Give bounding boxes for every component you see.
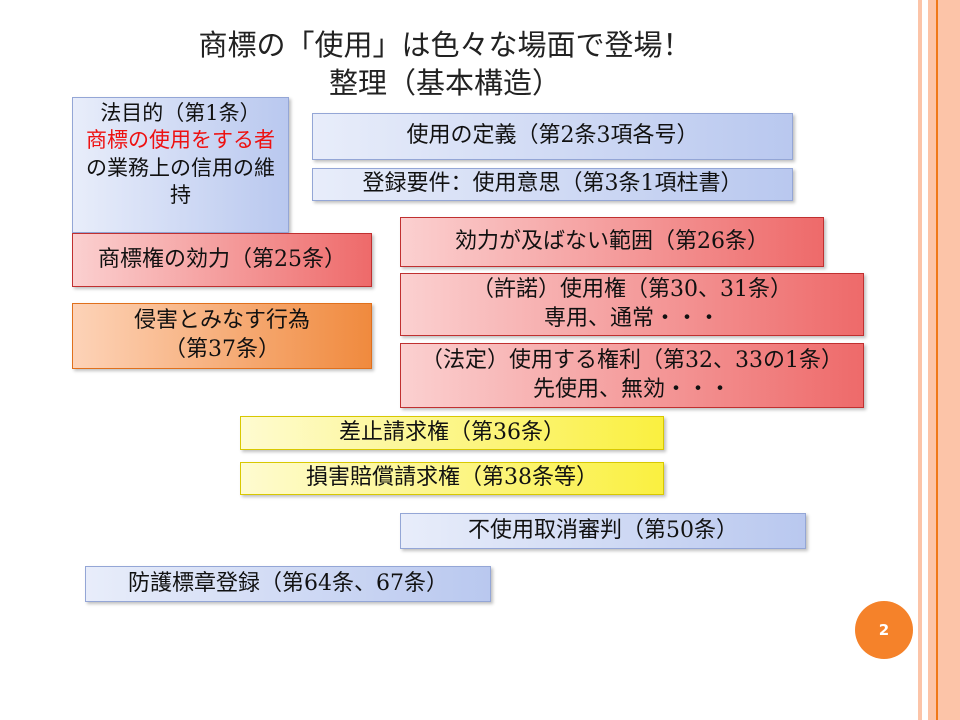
scope-box: 効力が及ばない範囲（第26条）	[400, 217, 824, 267]
scope-label: 効力が及ばない範囲（第26条）	[455, 228, 769, 254]
statutory-line2: 先使用、無効・・・	[532, 376, 731, 402]
registration-label: 登録要件：使用意思（第3条1項柱書）	[362, 171, 743, 197]
defensive-label: 防護標章登録（第64条、67条）	[128, 570, 448, 596]
effect-label: 商標権の効力（第25条）	[98, 246, 346, 272]
page-number-badge: 2	[855, 601, 913, 659]
definition-box: 使用の定義（第2条3項各号）	[312, 113, 793, 160]
statutory-box: （法定）使用する権利（第32、33の1条） 先使用、無効・・・	[400, 343, 864, 408]
damages-label: 損害賠償請求権（第38条等）	[306, 465, 598, 491]
infringement-line1: 侵害とみなす行為	[133, 308, 310, 334]
damages-box: 損害賠償請求権（第38条等）	[240, 462, 664, 495]
defensive-box: 防護標章登録（第64条、67条）	[85, 566, 491, 602]
slide-title-line2: 整理（基本構造）	[328, 66, 561, 100]
injunction-box: 差止請求権（第36条）	[240, 416, 664, 450]
registration-box: 登録要件：使用意思（第3条1項柱書）	[312, 168, 793, 201]
injunction-label: 差止請求権（第36条）	[339, 419, 565, 445]
slide-title-line1: 商標の「使用」は色々な場面で登場！	[198, 28, 692, 62]
statutory-line1: （法定）使用する権利（第32、33の1条）	[421, 347, 843, 373]
purpose-rest: の業務上の信用の維持	[86, 155, 275, 207]
definition-label: 使用の定義（第2条3項各号）	[406, 123, 699, 149]
purpose-highlight: 商標の使用をする者	[86, 128, 275, 153]
decor-line	[936, 0, 938, 720]
cancellation-box: 不使用取消審判（第50条）	[400, 513, 806, 549]
license-box: （許諾）使用権（第30、31条） 専用、通常・・・	[400, 273, 864, 336]
effect-box: 商標権の効力（第25条）	[72, 233, 372, 287]
infringement-line2: （第37条）	[164, 337, 280, 362]
purpose-heading: 法目的（第1条）	[100, 101, 261, 125]
license-line2: 専用、通常・・・	[543, 305, 720, 331]
decor-stripe	[918, 0, 922, 720]
cancellation-label: 不使用取消審判（第50条）	[468, 517, 738, 543]
license-line1: （許諾）使用権（第30、31条）	[472, 276, 792, 302]
decor-stripe	[928, 0, 960, 720]
purpose-box: 法目的（第1条） 商標の使用をする者の業務上の信用の維持	[72, 97, 289, 233]
infringement-box: 侵害とみなす行為 （第37条）	[72, 303, 372, 369]
